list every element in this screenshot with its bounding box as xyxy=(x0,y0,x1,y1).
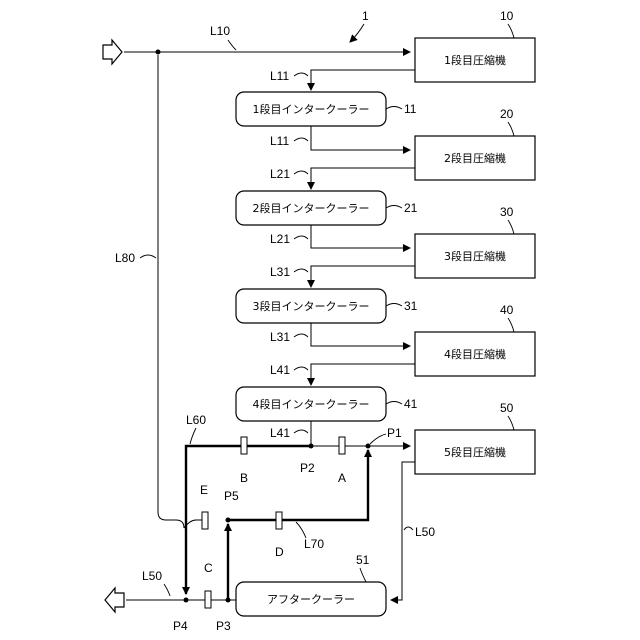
valve-b xyxy=(241,437,247,454)
leader-30 xyxy=(508,220,514,234)
label-p3: P3 xyxy=(216,619,231,633)
intercooler-1-ref: 11 xyxy=(404,102,417,116)
junction-p4 xyxy=(184,598,189,603)
label-l60: L60 xyxy=(186,413,206,427)
aftercooler-label: アフタークーラー xyxy=(267,593,355,606)
label-p5: P5 xyxy=(224,489,239,503)
line-l11-out xyxy=(311,70,415,90)
label-l50-b: L50 xyxy=(142,569,162,583)
junction-p1 xyxy=(366,444,371,449)
valve-e xyxy=(202,512,208,529)
label-l21-a: L21 xyxy=(270,167,290,181)
leader-21 xyxy=(386,206,402,209)
compressor-4-label: 4段目圧縮機 xyxy=(444,347,506,361)
line-l11-to-c2 xyxy=(311,126,410,150)
line-l31-out xyxy=(311,266,415,287)
figure-ref: 1 xyxy=(362,9,369,23)
label-p2: P2 xyxy=(300,461,315,475)
leader-l60 xyxy=(190,428,196,444)
leader-l11-a xyxy=(294,73,308,76)
compressor-1-ref: 10 xyxy=(500,9,514,23)
valve-c xyxy=(205,591,211,608)
inlet-arrow-icon xyxy=(103,40,122,64)
leader-11 xyxy=(386,107,402,110)
label-l21-b: L21 xyxy=(270,232,290,246)
intercooler-2-ref: 21 xyxy=(404,201,418,215)
figure-ref-arrow xyxy=(350,24,364,42)
label-l50-a: L50 xyxy=(415,525,435,539)
leader-l31-a xyxy=(294,269,308,272)
label-l31-b: L31 xyxy=(270,330,290,344)
leader-l11-b xyxy=(294,138,308,141)
leader-l21-a xyxy=(294,171,308,174)
compressor-3-ref: 30 xyxy=(500,205,514,219)
label-valve-a: A xyxy=(338,471,346,485)
line-l70 xyxy=(228,450,368,520)
leader-l21-b xyxy=(294,236,308,239)
junction-l10-l80 xyxy=(156,50,161,55)
junction-p2 xyxy=(309,444,314,449)
line-l50-c5-out xyxy=(391,462,415,600)
label-l41-a: L41 xyxy=(270,363,290,377)
line-l80 xyxy=(158,55,184,528)
leader-l70 xyxy=(296,522,306,538)
label-p1: P1 xyxy=(387,426,402,440)
label-l11-a: L11 xyxy=(270,69,289,83)
line-l41-out xyxy=(311,364,415,385)
valve-a xyxy=(339,437,345,454)
leader-l41-a xyxy=(294,367,308,370)
junction-p5 xyxy=(226,518,231,523)
leader-l31-b xyxy=(294,334,308,337)
label-valve-b: B xyxy=(240,471,248,485)
leader-l41-b xyxy=(294,430,308,433)
label-l10: L10 xyxy=(210,24,230,38)
leader-31 xyxy=(386,304,402,307)
leader-l50-b xyxy=(164,584,170,596)
compressor-5-ref: 50 xyxy=(500,401,514,415)
label-l70: L70 xyxy=(304,537,324,551)
outlet-arrow-icon xyxy=(105,588,124,612)
intercooler-4-ref: 41 xyxy=(404,397,418,411)
compressor-2-label: 2段目圧縮機 xyxy=(444,151,506,165)
label-valve-e: E xyxy=(200,483,208,497)
label-valve-c: C xyxy=(204,561,213,575)
compressor-2-ref: 20 xyxy=(500,107,514,121)
leader-l50-a xyxy=(404,527,413,530)
intercooler-2-label: 2段目インタークーラー xyxy=(253,201,370,215)
leader-10 xyxy=(508,24,514,38)
compressor-1-label: 1段目圧縮機 xyxy=(444,53,506,67)
line-l21-out xyxy=(311,168,415,189)
leader-20 xyxy=(508,122,514,136)
leader-51 xyxy=(360,568,366,582)
intercooler-4-label: 4段目インタークーラー xyxy=(253,397,370,411)
leader-l80 xyxy=(140,255,156,258)
leader-p1 xyxy=(370,434,386,444)
leader-50 xyxy=(508,416,514,430)
line-l21-to-c3 xyxy=(311,225,410,248)
aftercooler-ref: 51 xyxy=(356,553,370,567)
label-valve-d: D xyxy=(275,545,284,559)
intercooler-3-label: 3段目インタークーラー xyxy=(253,299,370,313)
valve-d xyxy=(276,512,282,529)
label-l31-a: L31 xyxy=(270,265,290,279)
intercooler-1-label: 1段目インタークーラー xyxy=(253,102,370,116)
label-l80: L80 xyxy=(115,251,135,265)
line-l31-to-c4 xyxy=(311,323,410,346)
label-l11-b: L11 xyxy=(270,134,289,148)
compressor-3-label: 3段目圧縮機 xyxy=(444,249,506,263)
compressor-5-label: 5段目圧縮機 xyxy=(444,445,506,459)
compressor-4-ref: 40 xyxy=(500,303,514,317)
label-p4: P4 xyxy=(173,619,188,633)
intercooler-3-ref: 31 xyxy=(404,299,418,313)
leader-41 xyxy=(386,402,402,405)
leader-40 xyxy=(508,318,514,332)
leader-l10 xyxy=(228,40,236,50)
junction-p3 xyxy=(226,598,231,603)
label-l41-b: L41 xyxy=(270,426,290,440)
